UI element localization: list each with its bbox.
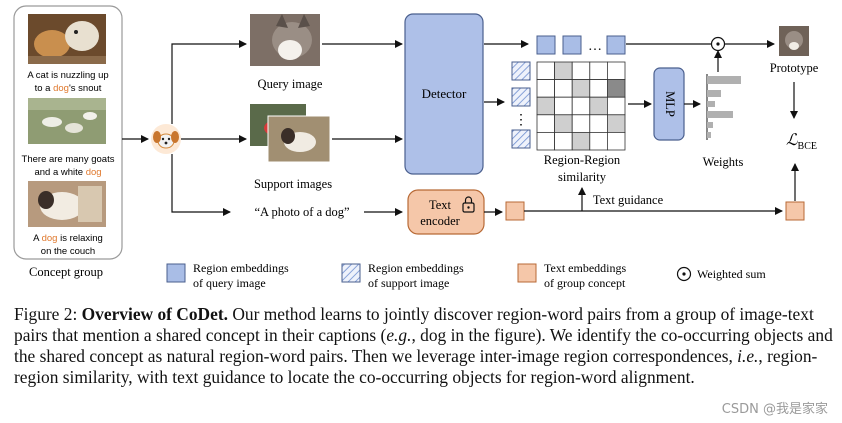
- caption-part2: , dog in the figure). We identify the co…: [14, 325, 833, 366]
- ellipsis-horizontal: …: [588, 39, 602, 54]
- query-image-label: Query image: [258, 77, 323, 91]
- concept-caption-2-line2: and a white dog: [34, 167, 101, 178]
- similarity-cell: [554, 96, 573, 116]
- legend-weighted-sum-icon: [676, 266, 692, 282]
- similarity-cell: [607, 131, 626, 151]
- concept-caption-2-line1: There are many goats: [22, 154, 115, 165]
- region-region-label-2: similarity: [558, 170, 607, 184]
- concept-image-goats: [28, 98, 106, 144]
- similarity-cell: [589, 114, 608, 133]
- detector-label: Detector: [422, 86, 467, 101]
- figure-diagram: A cat is nuzzling up to a dog's snout Th…: [13, 5, 819, 290]
- weights-bars: [706, 74, 741, 140]
- similarity-cell: [536, 79, 556, 98]
- support-images: [250, 104, 331, 163]
- similarity-cell: [536, 114, 556, 133]
- similarity-cell: [571, 79, 591, 98]
- text-encoder-label-2: encoder: [420, 214, 460, 228]
- text-encoder-block: Text encoder: [407, 189, 485, 235]
- similarity-cell: [536, 96, 556, 116]
- concept-image-dog-couch: [28, 181, 106, 227]
- similarity-cell: [607, 96, 626, 116]
- text-prompt: “A photo of a dog”: [254, 205, 349, 219]
- lock-icon: [462, 196, 475, 213]
- mlp-label: MLP: [663, 91, 677, 117]
- bce-loss-label: ℒBCE: [786, 132, 817, 152]
- similarity-cell: [589, 131, 608, 151]
- concept-image-cat-dog: [28, 14, 106, 64]
- similarity-cell: [554, 61, 573, 81]
- region-region-label-1: Region-Region: [544, 153, 621, 167]
- ellipsis-vertical: ⋮: [514, 113, 528, 128]
- similarity-cell: [607, 61, 626, 81]
- caption-part3: , region-region similarity, with text gu…: [14, 346, 818, 387]
- concept-group-panel: A cat is nuzzling up to a dog's snout Th…: [13, 5, 123, 260]
- similarity-cell: [589, 61, 608, 81]
- weights-label: Weights: [703, 155, 744, 169]
- similarity-cell: [571, 61, 591, 81]
- similarity-cell: [536, 131, 556, 151]
- prototype-image: [779, 26, 809, 56]
- text-embedding-square: [505, 201, 525, 221]
- dog-concept-icon: [151, 124, 181, 154]
- concept-caption-3-line1: A dog is relaxing: [33, 233, 103, 244]
- similarity-cell: [554, 131, 573, 151]
- watermark: CSDN @我是家家: [721, 402, 828, 417]
- text-embedding-square-final: [785, 201, 805, 221]
- caption-part1: Our method learns to jointly discover re…: [14, 304, 814, 345]
- caption-eg: e.g.: [386, 325, 412, 345]
- text-guidance-label: Text guidance: [593, 193, 664, 207]
- similarity-cell: [536, 61, 556, 81]
- caption-title: Overview of CoDet.: [81, 304, 228, 324]
- legend-support-line2: of support image: [368, 276, 449, 290]
- legend-text-line1: Text embeddings: [544, 261, 626, 275]
- legend-query-line2: of query image: [193, 276, 266, 290]
- similarity-cell: [607, 79, 626, 98]
- legend: Region embeddings of query image Region …: [166, 261, 766, 290]
- concept-group-title: Concept group: [29, 265, 103, 279]
- similarity-cell: [571, 131, 591, 151]
- query-region-embeddings: …: [536, 35, 626, 55]
- legend-support-line1: Region embeddings: [368, 261, 464, 275]
- prototype-label: Prototype: [770, 61, 819, 75]
- similarity-cell: [554, 114, 573, 133]
- similarity-cell: [554, 79, 573, 98]
- legend-text-line2: of group concept: [544, 276, 626, 290]
- mlp-block: MLP: [653, 67, 685, 141]
- region-similarity-grid: [536, 61, 626, 151]
- figure-caption: Figure 2: Overview of CoDet. Our method …: [14, 304, 836, 388]
- concept-caption-1-line1: A cat is nuzzling up: [27, 70, 108, 81]
- query-image: [250, 14, 320, 66]
- text-encoder-label-1: Text: [429, 198, 452, 212]
- caption-prefix: Figure 2:: [14, 304, 82, 324]
- legend-query-swatch: [166, 263, 186, 283]
- concept-caption-1-line2: to a dog's snout: [35, 83, 102, 94]
- similarity-cell: [607, 114, 626, 133]
- similarity-cell: [589, 96, 608, 116]
- legend-support-swatch: [341, 263, 361, 283]
- caption-ie: i.e.: [737, 346, 759, 366]
- concept-caption-3-line2: on the couch: [41, 246, 95, 257]
- similarity-cell: [571, 114, 591, 133]
- detector-block: Detector: [404, 13, 484, 175]
- legend-query-line1: Region embeddings: [193, 261, 289, 275]
- legend-text-swatch: [517, 263, 537, 283]
- support-images-label: Support images: [254, 177, 332, 191]
- legend-sum-line1: Weighted sum: [697, 267, 766, 281]
- similarity-cell: [589, 79, 608, 98]
- similarity-cell: [571, 96, 591, 116]
- support-region-embeddings: ⋮: [511, 61, 531, 149]
- weighted-sum-icon: [710, 36, 726, 52]
